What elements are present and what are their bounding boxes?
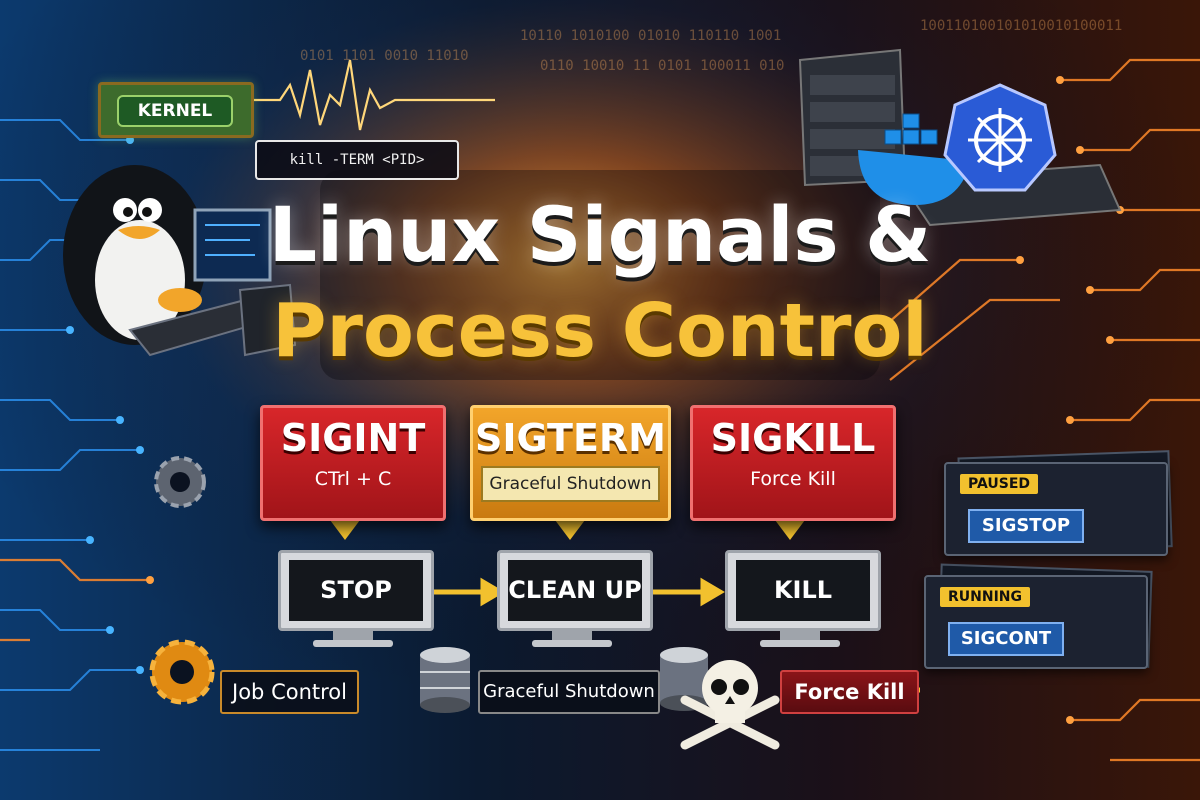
monitor-kill: KILL xyxy=(725,550,881,631)
sigint-name: SIGINT xyxy=(280,416,426,460)
svg-text:0110 10010 11 0101 100011 010: 0110 10010 11 0101 100011 010 xyxy=(540,58,784,74)
sigterm-sub: Graceful Shutdown xyxy=(481,466,660,502)
monitor-stop: STOP xyxy=(278,550,434,631)
kernel-chip: KERNEL xyxy=(98,82,254,138)
status-card-running: RUNNING SIGCONT xyxy=(924,575,1148,669)
sigkill-sub: Force Kill xyxy=(750,468,836,490)
sigterm-box: SIGTERM Graceful Shutdown xyxy=(470,405,671,521)
sigkill-name: SIGKILL xyxy=(710,416,876,460)
title-line-1: Linux Signals & xyxy=(268,190,932,279)
monitor-stand xyxy=(780,628,820,642)
kernel-label: KERNEL xyxy=(117,95,233,127)
monitor-stand xyxy=(552,628,592,642)
sigint-box: SIGINT CTrl + C xyxy=(260,405,446,521)
job-control-label: Job Control xyxy=(220,670,359,714)
status-card-paused: PAUSED SIGSTOP xyxy=(944,462,1168,556)
action-kill: KILL xyxy=(736,560,870,621)
svg-text:0101 1101 0010 11010: 0101 1101 0010 11010 xyxy=(300,48,469,64)
sigcont-label: SIGCONT xyxy=(948,622,1064,656)
monitor-base xyxy=(313,640,393,647)
skull-crossbones-icon xyxy=(680,660,780,750)
action-cleanup: CLEAN UP xyxy=(508,560,642,621)
monitor-cleanup: CLEAN UP xyxy=(497,550,653,631)
tux-penguin-icon xyxy=(63,165,207,345)
sigterm-name: SIGTERM xyxy=(475,416,666,460)
kill-command: kill -TERM <PID> xyxy=(255,140,459,180)
monitor-base xyxy=(532,640,612,647)
gear-icon-orange xyxy=(149,639,215,705)
sigstop-label: SIGSTOP xyxy=(968,509,1084,543)
svg-text:100110100101010010100011: 100110100101010010100011 xyxy=(920,18,1122,34)
database-icon xyxy=(420,647,470,713)
running-tag: RUNNING xyxy=(940,587,1030,607)
title-line-2: Process Control xyxy=(272,288,928,374)
paused-tag: PAUSED xyxy=(960,474,1039,494)
svg-text:10110 1010100 01010 110110 100: 10110 1010100 01010 110110 1001 xyxy=(520,28,781,44)
sigint-sub: CTrl + C xyxy=(314,468,392,490)
sigkill-box: SIGKILL Force Kill xyxy=(690,405,896,521)
graceful-shutdown-label: Graceful Shutdown xyxy=(478,670,660,714)
gear-icon xyxy=(154,456,206,508)
monitor-base xyxy=(760,640,840,647)
kubernetes-wheel-icon xyxy=(943,83,1057,192)
force-kill-label: Force Kill xyxy=(780,670,919,714)
action-stop: STOP xyxy=(289,560,423,621)
monitor-stand xyxy=(333,628,373,642)
